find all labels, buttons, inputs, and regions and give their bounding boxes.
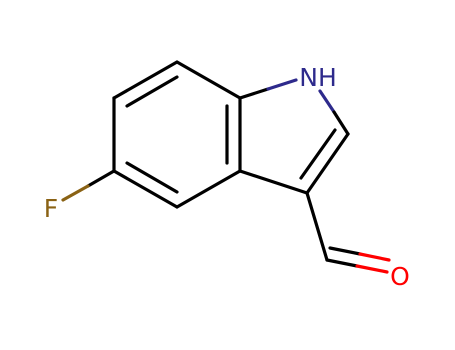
hetero-bonds: [61, 78, 391, 274]
bond-c6-c7: [112, 60, 179, 100]
bond-c5-f-fluorine: [61, 184, 90, 202]
bond-cho-o-oxygen-1: [355, 264, 389, 274]
bond-cho-o-oxygen-2: [358, 252, 391, 262]
bond-c4-c5-inner: [125, 161, 179, 194]
bond-c4-c5: [112, 169, 179, 209]
atom-label-nh: NH: [299, 63, 337, 92]
atom-label-f: F: [44, 194, 58, 223]
bond-c3-c2-inner: [299, 128, 337, 180]
bond-c6-c7-inner: [125, 75, 179, 108]
bond-c2-n1-half: [332, 110, 350, 136]
atom-label-o: O: [390, 262, 410, 291]
bond-cho-o-carbon-1: [325, 258, 359, 268]
bond-c5-f-carbon: [86, 169, 116, 188]
bond-n1-c2-half: [318, 89, 336, 114]
bond-c7-c7a: [175, 60, 242, 100]
bond-c3-c2: [305, 132, 350, 195]
bonds: [86, 60, 350, 262]
bond-c3a-c3: [238, 169, 309, 195]
bond-c3-cho: [305, 191, 329, 262]
bond-cho-o-carbon-2: [328, 246, 362, 256]
bond-n1-c7a-half: [266, 78, 298, 91]
bond-c7a-n1-half: [238, 87, 270, 100]
bond-c3a-c4: [175, 169, 242, 209]
